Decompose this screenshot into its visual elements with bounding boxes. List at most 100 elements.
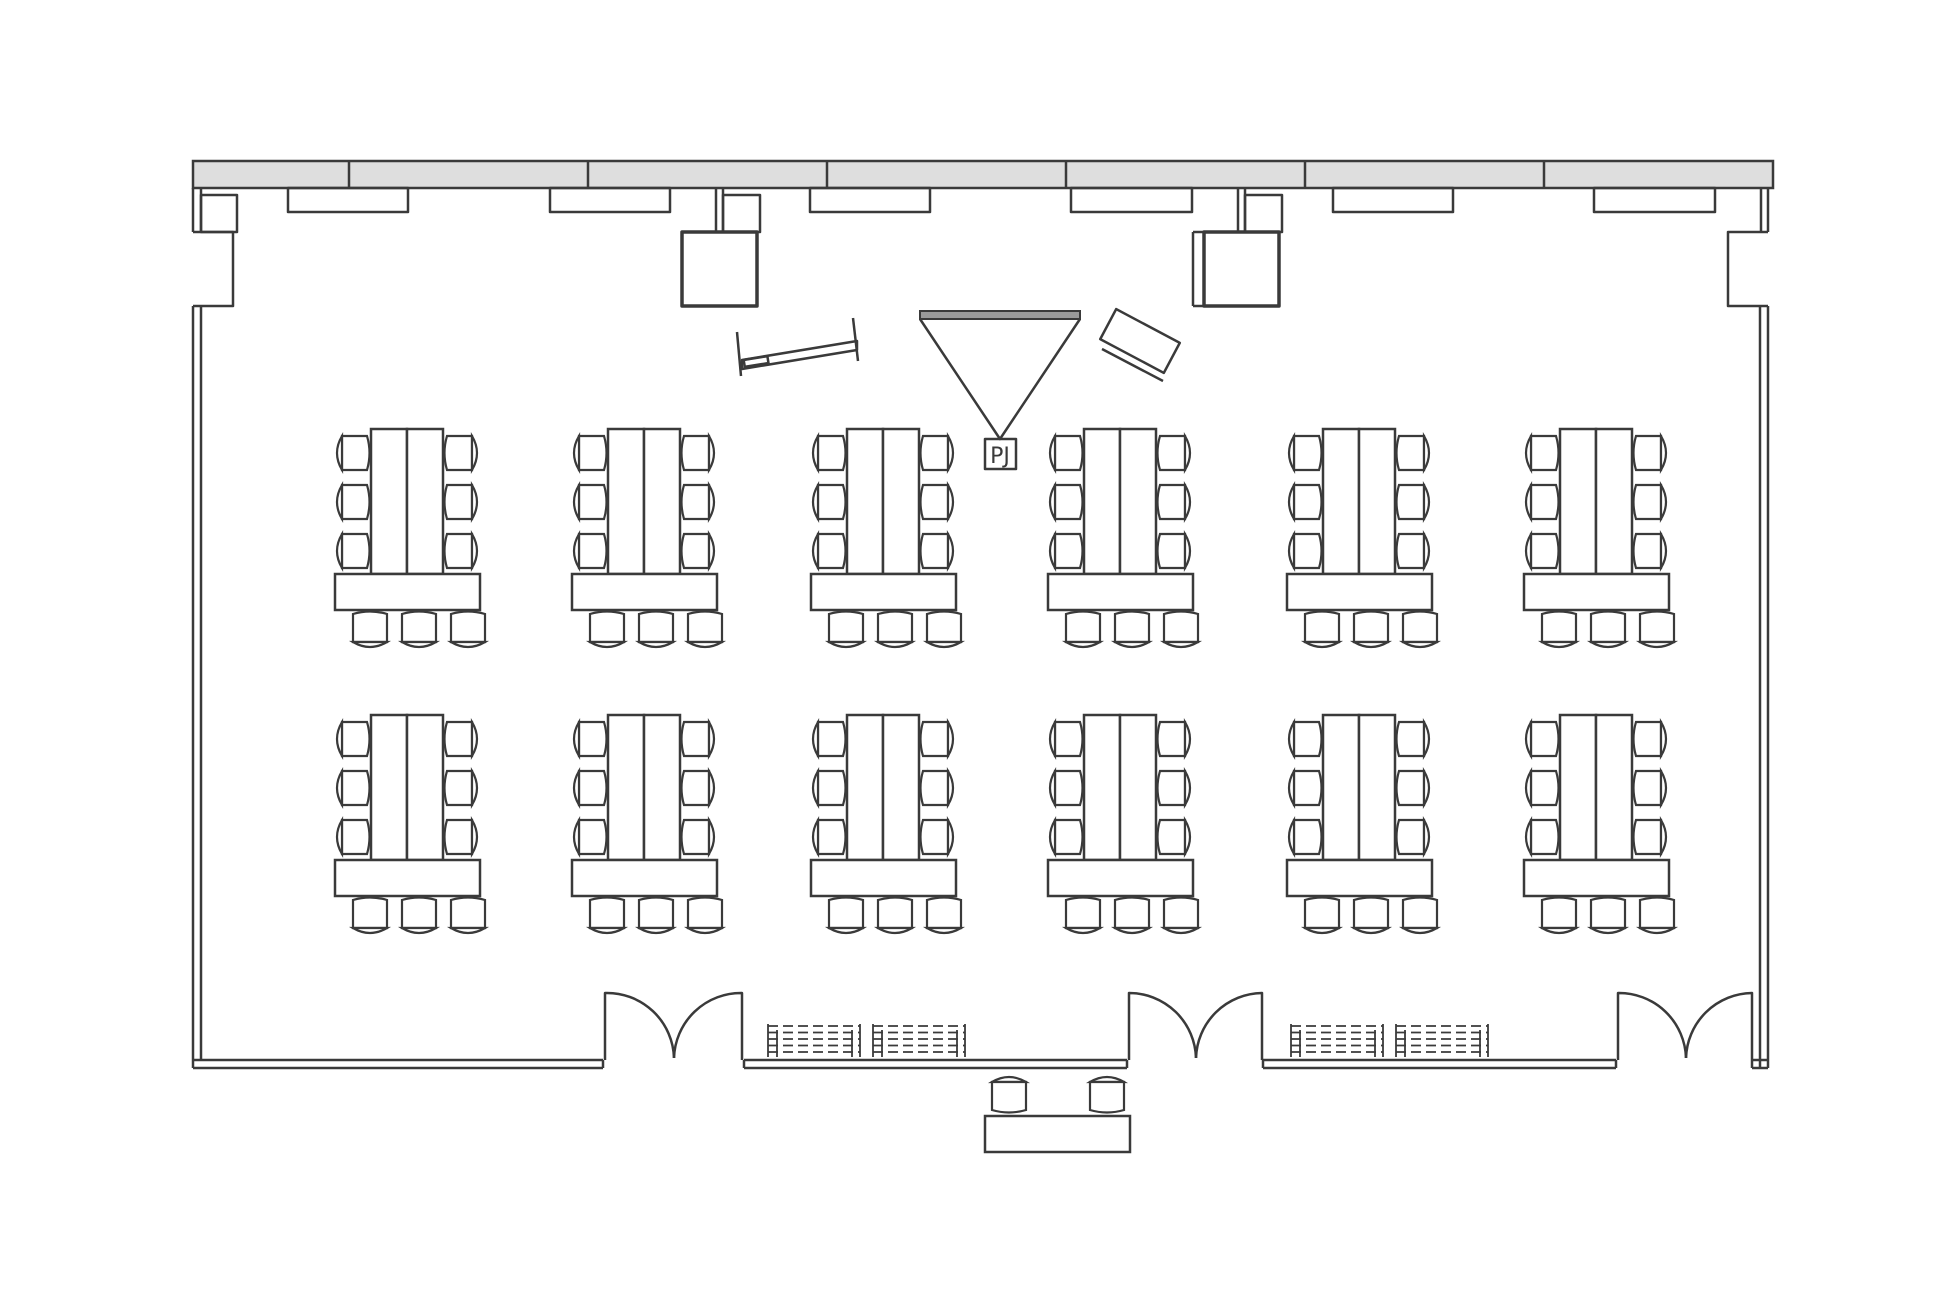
chair	[572, 766, 608, 810]
chair	[443, 480, 479, 524]
table	[1357, 427, 1397, 576]
chair	[680, 717, 716, 761]
chair	[634, 610, 678, 649]
chair	[680, 529, 716, 573]
table-group	[1522, 713, 1679, 935]
table	[809, 572, 958, 612]
chair	[1524, 717, 1560, 761]
chair	[1048, 431, 1084, 475]
table	[642, 713, 682, 862]
chair	[680, 480, 716, 524]
chair	[811, 766, 847, 810]
table-group	[570, 427, 727, 649]
table	[642, 427, 682, 576]
chair	[1061, 896, 1105, 935]
chair	[1156, 480, 1192, 524]
chair	[824, 896, 868, 935]
table	[1046, 858, 1195, 898]
chair	[922, 610, 966, 649]
table	[570, 572, 719, 612]
podium-icon	[1098, 307, 1182, 383]
chair	[446, 896, 490, 935]
chair	[1048, 766, 1084, 810]
chair	[919, 815, 955, 859]
table	[1285, 858, 1434, 898]
projector-label: PJ	[990, 444, 1010, 469]
chair	[1632, 431, 1668, 475]
registration-desk	[983, 1114, 1132, 1154]
chair	[873, 896, 917, 935]
chair	[397, 610, 441, 649]
chair	[572, 815, 608, 859]
chair-rack	[1395, 1024, 1489, 1057]
chair	[348, 896, 392, 935]
table-group	[1285, 427, 1442, 649]
chair	[811, 717, 847, 761]
chair	[1632, 529, 1668, 573]
chair	[1156, 717, 1192, 761]
chair	[919, 717, 955, 761]
chair	[1287, 815, 1323, 859]
chair	[1287, 717, 1323, 761]
table	[845, 427, 885, 576]
chair	[1287, 480, 1323, 524]
table-group	[1046, 713, 1203, 935]
table	[570, 858, 719, 898]
chair	[922, 896, 966, 935]
table	[333, 572, 482, 612]
chair	[1635, 610, 1679, 649]
chair	[1300, 896, 1344, 935]
chair	[1398, 896, 1442, 935]
table	[1118, 427, 1158, 576]
column-right	[1191, 188, 1284, 308]
chair	[443, 717, 479, 761]
chair	[572, 717, 608, 761]
table	[1321, 427, 1361, 576]
chair	[335, 815, 371, 859]
chair	[585, 610, 629, 649]
table	[881, 713, 921, 862]
top-wall	[191, 159, 1775, 190]
table	[606, 427, 646, 576]
chair	[683, 610, 727, 649]
registration-chairs	[987, 1075, 1129, 1114]
right-wall	[1726, 188, 1770, 1068]
chair	[443, 431, 479, 475]
chair	[824, 610, 868, 649]
door-3	[1616, 991, 1754, 1060]
table	[809, 858, 958, 898]
chair	[1110, 896, 1154, 935]
chair	[1395, 480, 1431, 524]
chair	[1395, 529, 1431, 573]
chair	[572, 529, 608, 573]
chair	[680, 815, 716, 859]
table	[881, 427, 921, 576]
chair	[987, 1075, 1031, 1114]
table-group	[1285, 713, 1442, 935]
chair	[919, 529, 955, 573]
chair-racks	[767, 1024, 1489, 1057]
chair	[1048, 717, 1084, 761]
chair	[572, 431, 608, 475]
chair	[1287, 431, 1323, 475]
chair	[1395, 766, 1431, 810]
screen-stand-icon	[735, 317, 860, 377]
column-left	[680, 188, 762, 308]
chair	[1524, 815, 1560, 859]
chair	[873, 610, 917, 649]
chair	[1159, 610, 1203, 649]
chair	[348, 610, 392, 649]
chair-rack	[1290, 1024, 1384, 1057]
chair	[1287, 766, 1323, 810]
chair	[680, 431, 716, 475]
table-group	[809, 713, 966, 935]
table	[1558, 713, 1598, 862]
chair	[1632, 766, 1668, 810]
door-1	[603, 991, 744, 1060]
chair	[634, 896, 678, 935]
chair	[1156, 815, 1192, 859]
table	[369, 713, 409, 862]
chair-rack	[767, 1024, 861, 1057]
chair	[443, 766, 479, 810]
chair	[1061, 610, 1105, 649]
